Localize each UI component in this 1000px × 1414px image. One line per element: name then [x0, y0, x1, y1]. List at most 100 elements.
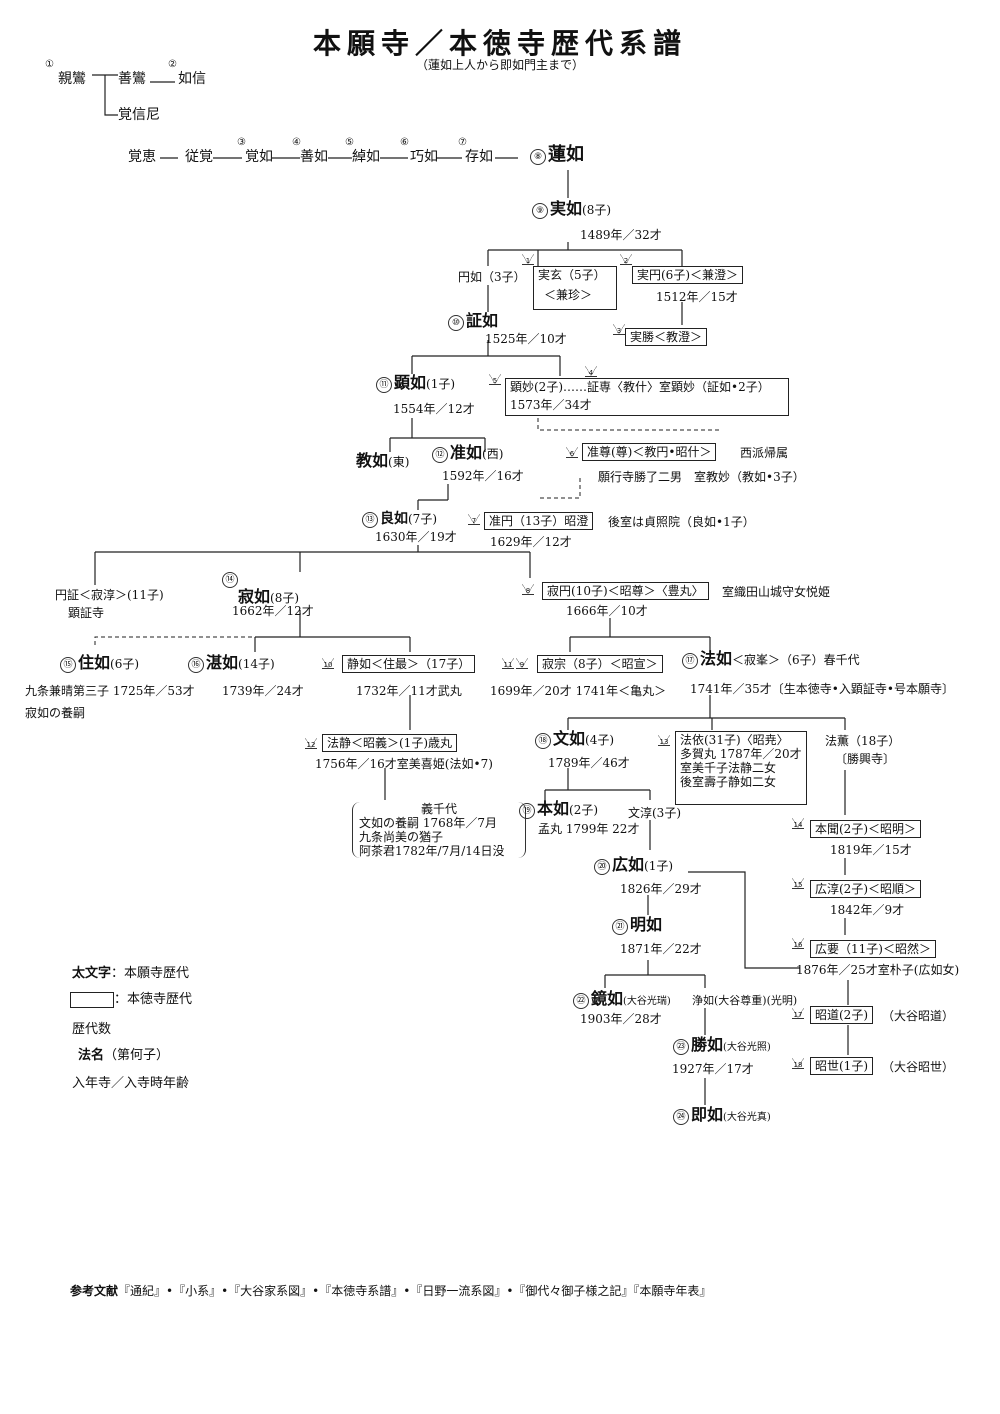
node-shonyo-year: 1525年／10才 [485, 332, 567, 346]
node-gyonyo: 巧如 [410, 149, 438, 165]
honto-number-14: 14 [792, 816, 806, 830]
node-honnyo-sub: 孟丸 1799年 22才 [538, 822, 640, 836]
node-tannyo-year: 1739年／24才 [222, 684, 304, 698]
honto-number-2: 2 [620, 252, 634, 266]
honto-number-7: 7 [468, 512, 482, 526]
node-honkan-year: 1819年／15才 [830, 843, 912, 857]
page-title: 本願寺／本徳寺歴代系譜 [312, 27, 687, 60]
legend-year: 入年寺／入寺時年齢 [72, 1076, 190, 1091]
node-jakuen-year: 1666年／10才 [566, 604, 648, 618]
legend-bold: 太文字：本願寺歴代 [72, 966, 190, 981]
node-junnyo-year: 1592年／16才 [442, 469, 524, 483]
node-jukaku: 従覚 [185, 149, 213, 165]
node-hojo-year: 1756年／16才室美喜姫(法如•7) [315, 757, 493, 771]
generation-number-3: ③ [237, 137, 246, 148]
node-jissho: 実勝＜教澄＞ [625, 328, 708, 346]
node-zenran: 善鸞 [118, 71, 146, 87]
node-junyo-sub2: 寂如の養嗣 [25, 706, 86, 720]
node-shodo: 昭道(2子) [810, 1006, 873, 1024]
honto-number-4: 4 [585, 364, 599, 378]
node-koyo: 広要（11子)＜昭然＞ [810, 940, 936, 958]
node-ennyo: 円如（3子） [458, 270, 526, 284]
node-zennyo: 善如 [300, 149, 328, 165]
node-jakuen: 寂円(10子)＜昭尊＞〈豊丸〉 [542, 582, 709, 600]
node-junyo-sub: 九条兼晴第三子 1725年／53才 [25, 684, 195, 698]
generation-number-4: ④ [292, 137, 301, 148]
node-ensho-temple: 顕証寺 [68, 606, 105, 620]
generation-number-7: ⑦ [458, 137, 467, 148]
honto-number-1: 1 [522, 252, 536, 266]
node-junson-note: 西派帰属 [740, 446, 789, 460]
node-shonyo-23-year: 1927年／17才 [672, 1062, 754, 1076]
node-shakunyo: 綽如 [352, 149, 380, 165]
honto-number-17: 17 [792, 1006, 806, 1020]
node-shinran: 親鸞 [58, 71, 86, 87]
node-monjun: 文淳(3子) [628, 806, 681, 820]
node-junen: 准円（13子）昭澄 [484, 512, 594, 530]
honto-number-18: 18 [792, 1056, 806, 1070]
node-jitsugen: 実玄（5子）＜兼珍＞ [533, 266, 617, 310]
node-kakushinni: 覚信尼 [118, 107, 160, 123]
node-hojo: 法静＜昭義＞(1子)歳丸 [322, 734, 457, 752]
node-junson-sub: 願行寺勝了二男 室教妙（教如•3子） [598, 470, 805, 484]
node-honkan: 本聞(2子)＜昭明＞ [810, 820, 921, 838]
node-shose: 昭世(1子) [810, 1057, 873, 1075]
node-gichiyo: 義千代 文如の養嗣 1768年／7月 九条尚美の猶子 阿茶君1782年/7月/1… [352, 802, 526, 858]
node-jonyo-year: 1732年／11才武丸 [356, 684, 462, 698]
honto-number-6: 6 [566, 445, 580, 459]
legend-box: ：本徳寺歴代 [70, 988, 192, 1008]
node-kojun: 広淳(2子)＜昭順＞ [810, 880, 921, 898]
node-monnyo-year: 1789年／46才 [548, 756, 630, 770]
node-jakuen-note: 室織田山城守女悦姫 [722, 585, 831, 599]
honto-number-15: 15 [792, 876, 806, 890]
generation-number-6: ⑥ [400, 137, 409, 148]
honto-number-12: 12 [305, 736, 319, 750]
node-jakushu: 寂宗（8子）＜昭宣＞ [537, 655, 663, 673]
node-nyoshin: 如信 [178, 71, 206, 87]
generation-number-8: ⑧ [530, 148, 546, 165]
honto-number-3: 3 [613, 322, 627, 336]
legend-box-sample [70, 991, 114, 1008]
generation-number-5: ⑤ [345, 137, 354, 148]
node-jonyo: 静如＜住最＞（17子） [342, 655, 476, 673]
node-ensho: 円証＜寂淳＞(11子) [55, 588, 164, 602]
honto-number-16: 16 [792, 936, 806, 950]
node-kojun-year: 1842年／9才 [830, 903, 905, 917]
legend-name: 法名（第何子） [78, 1048, 170, 1063]
node-shodo-note: （大谷昭道） [882, 1009, 955, 1023]
node-konyo-year: 1826年／29才 [620, 882, 702, 896]
node-junson: 准尊(尊)＜教円•昭什＞ [582, 443, 717, 461]
node-kyonyo: 教如(東) [356, 451, 410, 470]
node-junen-year: 1629年／12才 [490, 535, 572, 549]
generation-number-1: ① [45, 59, 54, 70]
node-koyo-year: 1876年／25才室朴子(広如女) [796, 963, 960, 977]
node-kennyo-year: 1554年／12才 [393, 402, 475, 416]
node-jitsuen: 実円(6子)＜兼澄＞ [632, 266, 743, 284]
honto-number-5: 5 [489, 372, 503, 386]
honto-number-13: 13 [658, 733, 672, 747]
node-hoe: 法依(31子)〈昭尭〉 多賀丸 1787年／20才 室美千子法静二女 後室壽子静… [675, 731, 807, 805]
honto-number-10: 10 [322, 656, 336, 670]
legend-number: 歴代数 [72, 1022, 112, 1037]
node-jonyo-ohtani: 浄如(大谷尊重)(光明) [692, 994, 798, 1007]
node-jakushu-year: 1699年／20才 1741年＜亀丸＞ [490, 684, 667, 698]
node-hokun: 法薫（18子） [825, 734, 901, 748]
node-jakunyo-year: 1662年／12才 [232, 604, 314, 618]
